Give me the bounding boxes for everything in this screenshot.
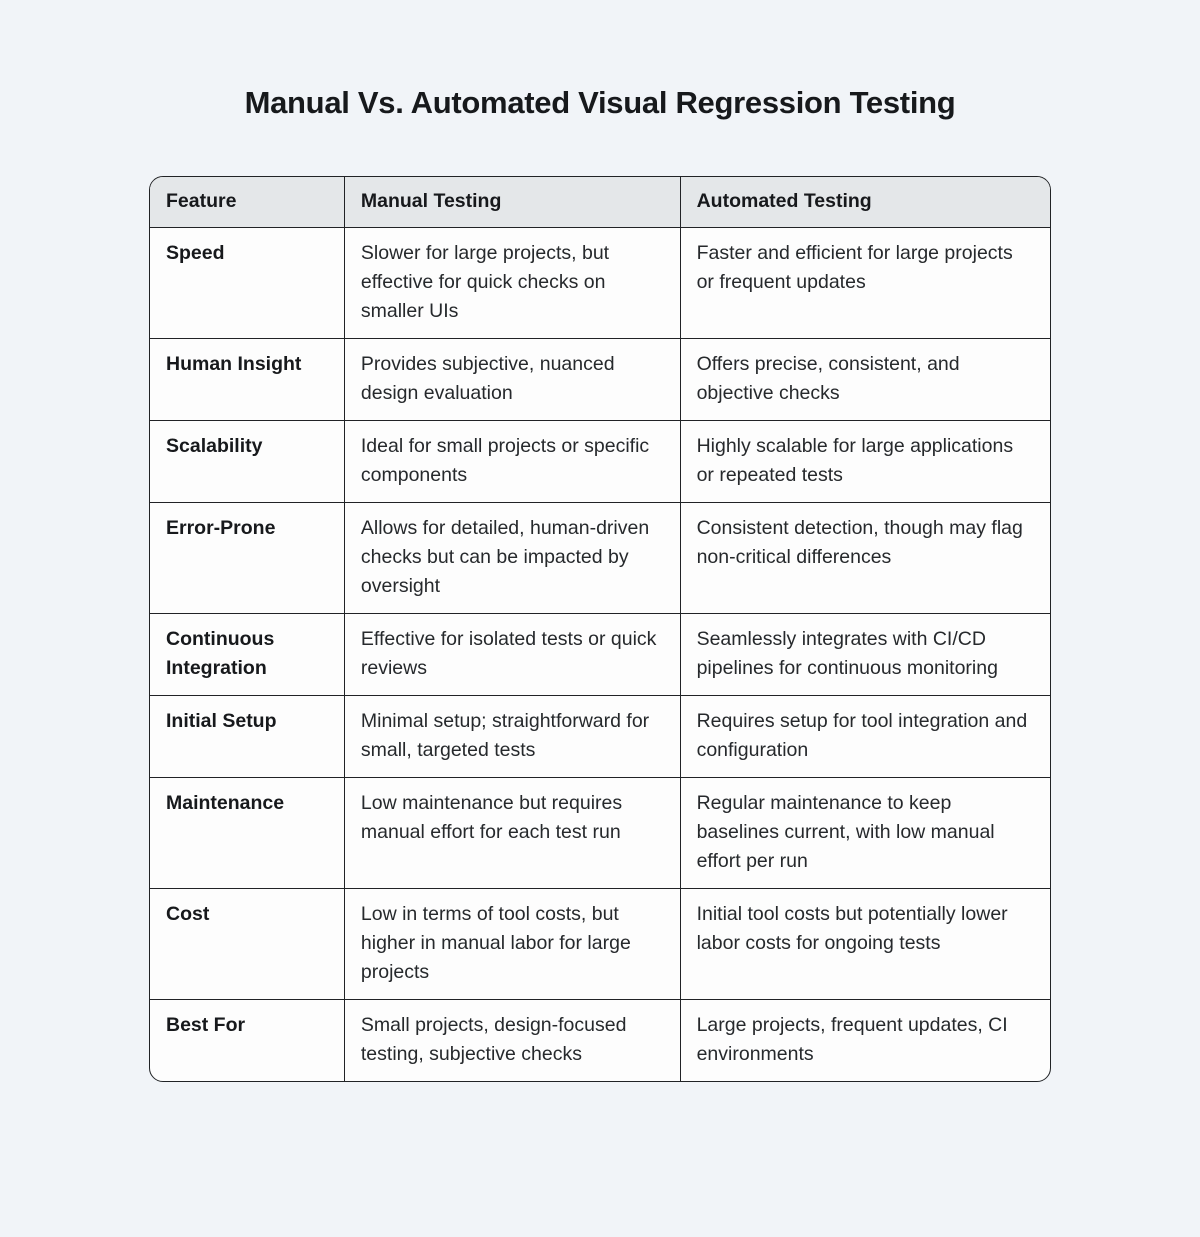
feature-cell: Maintenance	[150, 777, 345, 889]
automated-cell: Large projects, frequent updates, CI env…	[696, 1014, 1008, 1065]
table-row: Human Insight Provides subjective, nuanc…	[150, 338, 1050, 421]
manual-cell: Allows for detailed, human-driven checks…	[344, 502, 681, 614]
table-row: Cost Low in terms of tool costs, but hig…	[150, 888, 1050, 1000]
automated-cell: Requires setup for tool integration and …	[680, 695, 1050, 778]
manual-cell: Ideal for small projects or specific com…	[344, 420, 681, 503]
automated-cell: Offers precise, consistent, and objectiv…	[680, 338, 1050, 421]
page-title: Manual Vs. Automated Visual Regression T…	[244, 85, 956, 120]
automated-cell: Consistent detection, though may flag no…	[680, 502, 1050, 614]
feature-cell: Speed	[150, 227, 345, 339]
table-row: Maintenance Low maintenance but requires…	[150, 777, 1050, 889]
manual-cell: Minimal setup; straightforward for small…	[344, 695, 681, 778]
table-row: Speed Slower for large projects, but eff…	[150, 227, 1050, 339]
comparison-table: Feature Manual Testing Automated Testing…	[150, 177, 1050, 1081]
feature-cell: Continuous Integration	[150, 613, 345, 696]
feature-cell: Human Insight	[150, 338, 345, 421]
automated-cell: Regular maintenance to keep baselines cu…	[680, 777, 1050, 889]
column-header-manual: Manual Testing	[344, 177, 681, 228]
table-header: Feature Manual Testing Automated Testing	[150, 177, 1050, 228]
manual-cell: Small projects, design-focused testing, …	[344, 999, 681, 1081]
comparison-table-container: Feature Manual Testing Automated Testing…	[149, 176, 1051, 1082]
feature-cell: Cost	[150, 888, 345, 1000]
feature-cell: Initial Setup	[150, 695, 345, 778]
automated-cell: Initial tool costs but potentially lower…	[680, 888, 1050, 1000]
table-row: Best For Small projects, design-focused …	[150, 999, 1050, 1081]
column-header-automated: Automated Testing	[680, 177, 1050, 228]
table-row: Initial Setup Minimal setup; straightfor…	[150, 695, 1050, 778]
feature-cell: Error-Prone	[150, 502, 345, 614]
automated-cell: Seamlessly integrates with CI/CD pipelin…	[680, 613, 1050, 696]
table-body: Speed Slower for large projects, but eff…	[150, 227, 1050, 1081]
automated-cell: Highly scalable for large applications o…	[680, 420, 1050, 503]
feature-cell: Scalability	[150, 420, 345, 503]
manual-cell: Effective for isolated tests or quick re…	[344, 613, 681, 696]
manual-cell: Slower for large projects, but effective…	[344, 227, 681, 339]
table-row: Scalability Ideal for small projects or …	[150, 420, 1050, 503]
table-row: Error-Prone Allows for detailed, human-d…	[150, 502, 1050, 614]
manual-cell: Low maintenance but requires manual effo…	[344, 777, 681, 889]
manual-cell: Low in terms of tool costs, but higher i…	[344, 888, 681, 1000]
feature-cell: Best For	[150, 999, 345, 1081]
header-row: Feature Manual Testing Automated Testing	[150, 177, 1050, 228]
table-row: Continuous Integration Effective for iso…	[150, 613, 1050, 696]
automated-cell: Faster and efficient for large projects …	[680, 227, 1050, 339]
manual-cell: Provides subjective, nuanced design eval…	[344, 338, 681, 421]
column-header-feature: Feature	[150, 177, 345, 228]
